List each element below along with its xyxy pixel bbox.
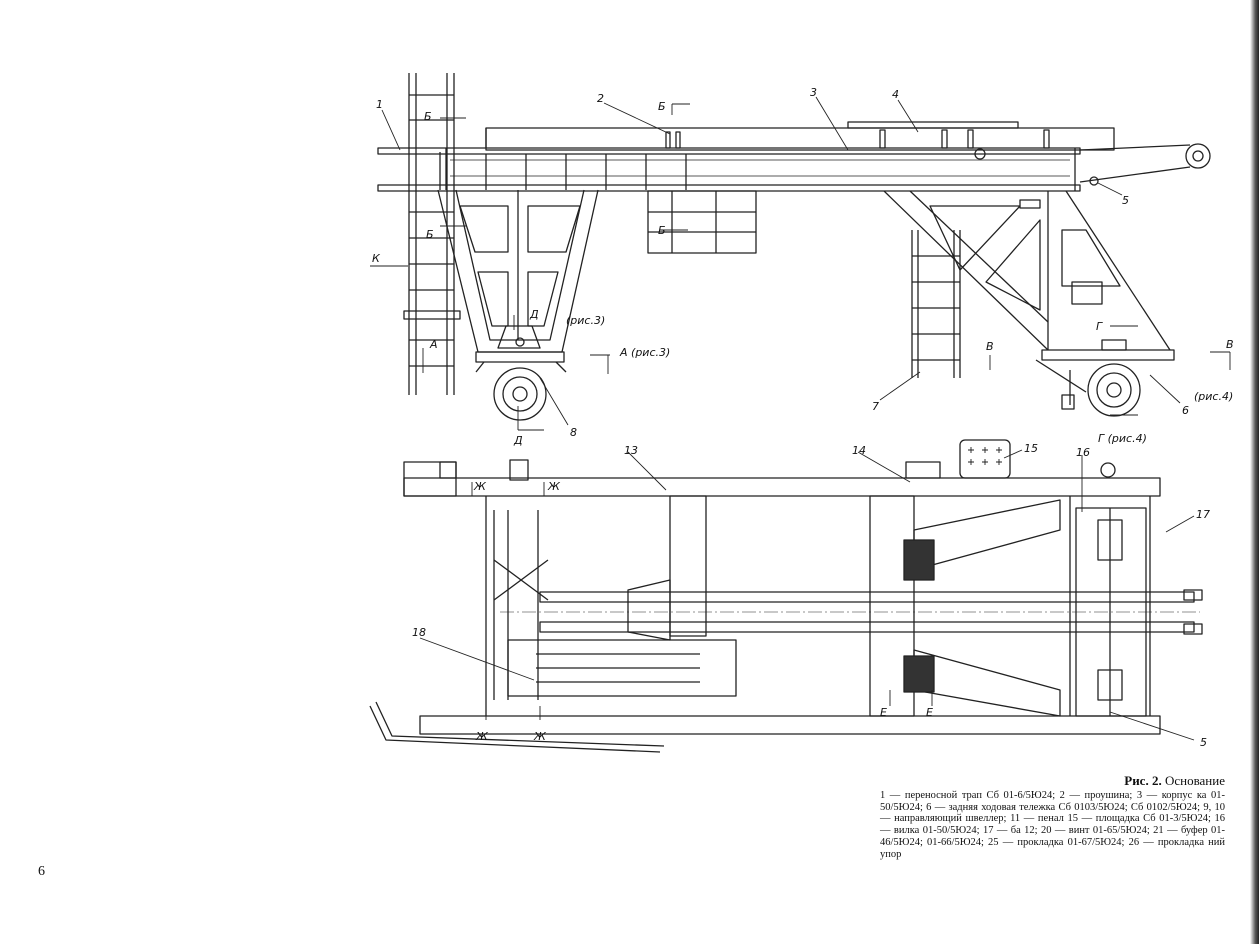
main-body: [377, 121, 1115, 192]
section-e-right: Е: [926, 706, 933, 719]
front-frame: [437, 189, 599, 373]
plan-view: [369, 439, 1203, 753]
label-17: 17: [1196, 508, 1210, 521]
figure-caption: Рис. 2. Основание 1 — переносной трап Сб…: [880, 773, 1225, 861]
label-6: 6: [1182, 404, 1189, 417]
section-zh-bottom-right: Ж: [533, 730, 547, 743]
label-7: 7: [872, 400, 879, 413]
section-a: А: [429, 338, 438, 351]
middle-ladder: [647, 190, 757, 254]
section-zh-top-right: Ж: [547, 480, 561, 493]
label-4: 4: [892, 88, 899, 101]
section-v-left: В: [986, 340, 994, 353]
label-15: 15: [1024, 442, 1038, 455]
section-e-left: Е: [880, 706, 887, 719]
section-b-ladder-top: Б: [424, 110, 432, 123]
rear-frame: [883, 190, 1175, 410]
rear-ladder: [911, 230, 961, 378]
label-8: 8: [570, 426, 577, 439]
figure-legend: 1 — переносной трап Сб 01-6/5Ю24; 2 — пр…: [880, 789, 1225, 860]
section-v-right: В: [1226, 338, 1234, 351]
figure-title: Основание: [1164, 773, 1225, 788]
side-leaders: [370, 96, 1231, 431]
label-3: 3: [810, 86, 817, 99]
rear-wheel: [1087, 363, 1141, 417]
ref-fig4: (рис.4): [1194, 390, 1233, 403]
section-zh-top-left: Ж: [473, 480, 487, 493]
label-14: 14: [852, 444, 866, 457]
label-18: 18: [412, 626, 426, 639]
side-view: [370, 73, 1231, 431]
section-g-top: Г: [1096, 320, 1103, 333]
section-b-top: Б: [658, 100, 666, 113]
section-d-top: Д: [529, 308, 539, 321]
figure-title-line: Рис. 2. Основание: [880, 773, 1225, 788]
label-2: 2: [597, 92, 604, 105]
ref-fig3: (рис.3): [566, 314, 605, 327]
section-zh-bottom-left: Ж: [475, 730, 489, 743]
platform-crosses: [968, 447, 1002, 465]
section-d-bottom: Д: [513, 434, 523, 447]
portable-ladder: [403, 73, 461, 395]
figure-number: Рис. 2.: [1124, 773, 1162, 788]
plan-view-labels: 13 14 15 16 17 18 5 Ж Ж Ж Ж Е Е: [412, 442, 1210, 749]
section-b-middle: Б: [658, 224, 666, 237]
section-b-ladder: Б: [426, 228, 434, 241]
side-view-labels: 1 2 3 4 5 6 7 8 Б Б Б Б К А Д Д (рис.3) …: [372, 86, 1234, 447]
ref-g-fig4: Г (рис.4): [1098, 432, 1147, 445]
scan-edge: [1250, 0, 1259, 944]
tow-bar: [1079, 143, 1211, 186]
label-13: 13: [624, 444, 638, 457]
label-5-plan: 5: [1200, 736, 1207, 749]
section-k: К: [372, 252, 381, 265]
label-1: 1: [376, 98, 383, 111]
front-wheel: [493, 367, 547, 421]
ref-a-fig3: А (рис.3): [619, 346, 670, 359]
page-number: 6: [38, 864, 45, 879]
label-16: 16: [1076, 446, 1090, 459]
label-5: 5: [1122, 194, 1129, 207]
